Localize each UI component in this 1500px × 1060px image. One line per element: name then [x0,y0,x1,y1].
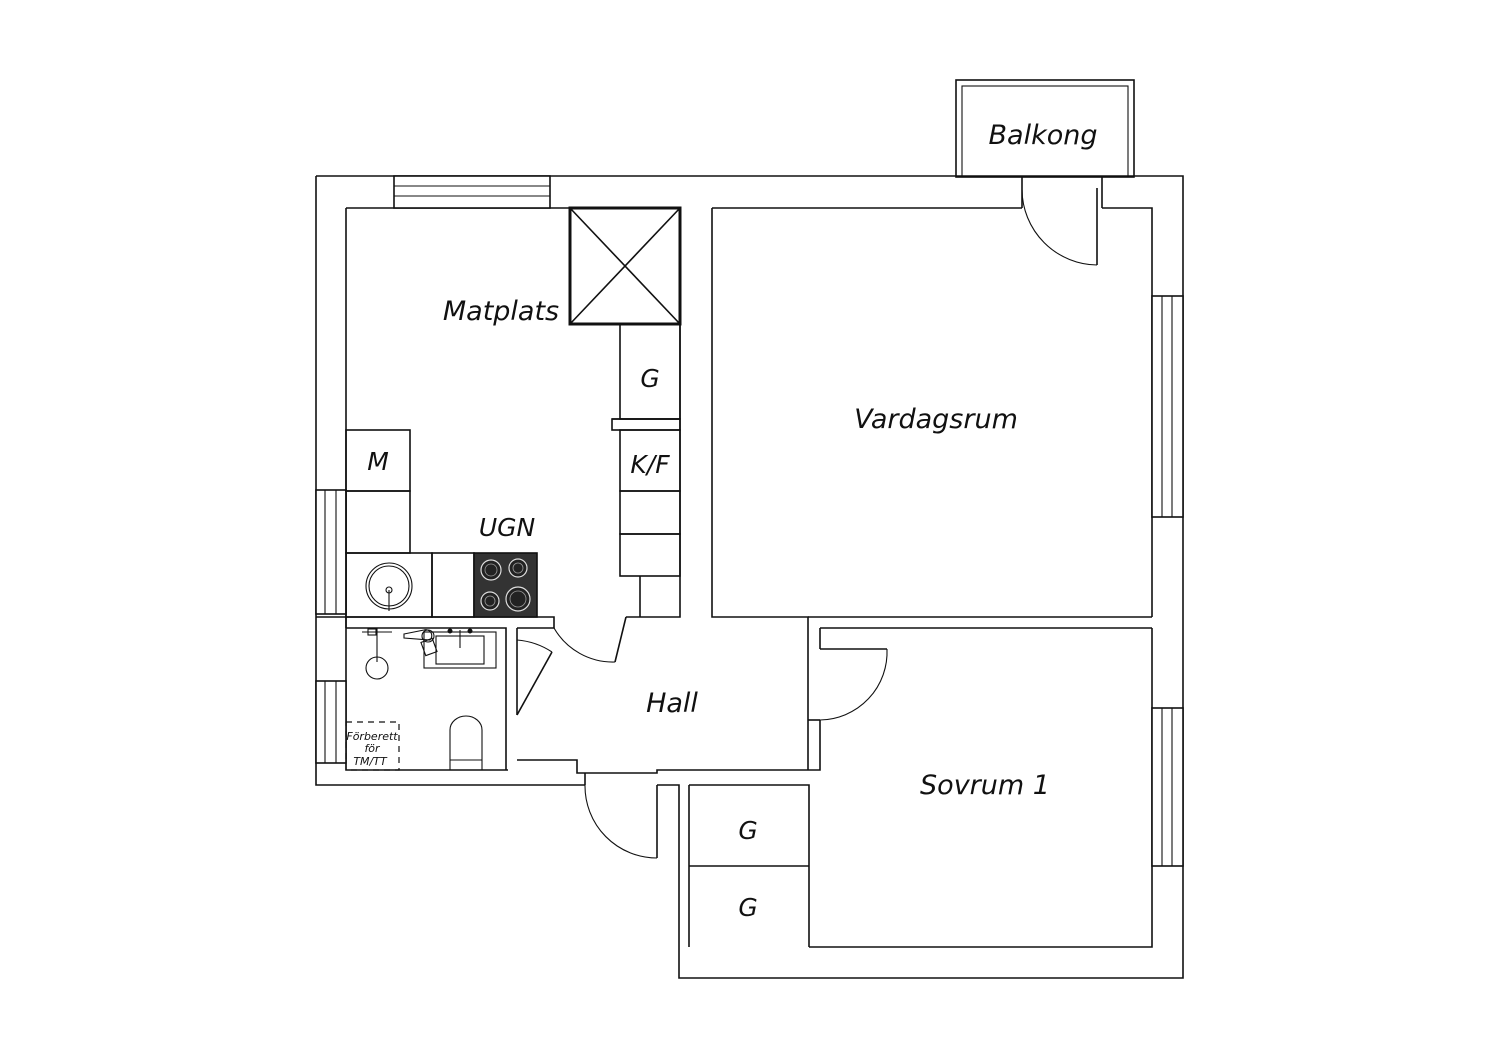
windows [315,175,1184,867]
kitchen-fixtures [345,206,682,618]
interior-walls [316,208,1152,947]
prepared-label-line-3: TM/TT [353,755,388,768]
balcony-label: Balkong [989,120,1098,151]
bedroom-label: Sovrum 1 [920,770,1050,801]
doors [516,176,1103,859]
bedroom-closet-label-1: G [738,816,757,845]
balcony [955,79,1135,178]
living-room-label: Vardagsrum [854,404,1018,435]
kitchen-closet-label: G [640,364,659,393]
bedroom-closet-label-2: G [738,893,757,922]
microwave-label: M [367,447,389,476]
fridge-freezer-label: K/F [630,450,670,479]
prepared-label-line-2: för [364,742,381,755]
oven-label: UGN [479,513,536,542]
bathroom-fixtures [345,628,497,771]
labels: Balkong Matplats Vardagsrum Hall Sovrum … [346,120,1097,922]
dining-area-label: Matplats [443,296,559,327]
prepared-label-line-1: Förberett [346,730,398,743]
hall-label: Hall [646,688,698,719]
